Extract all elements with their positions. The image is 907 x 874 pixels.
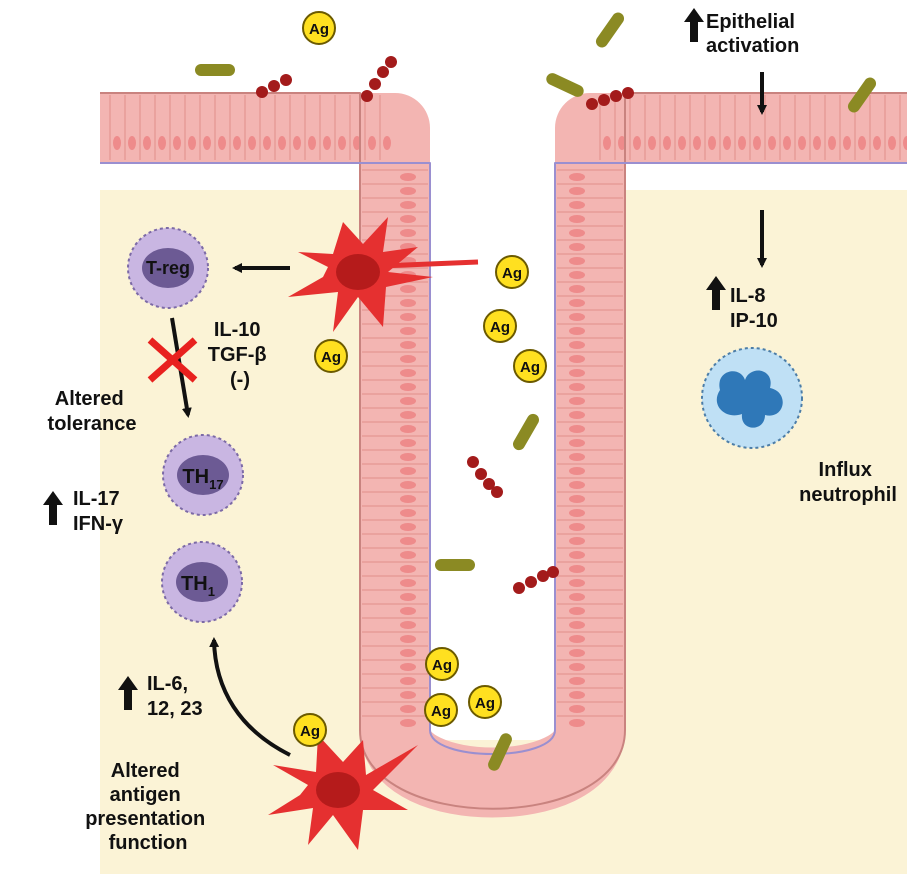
rod-bacterium	[544, 71, 585, 99]
up-arrow-icon	[684, 8, 704, 42]
th17-cell: TH17	[163, 435, 243, 515]
neutrophil-cell	[702, 348, 802, 448]
svg-text:Ag: Ag	[321, 349, 341, 366]
svg-text:Ag: Ag	[309, 21, 329, 38]
up-arrow-icon	[43, 491, 63, 525]
rod-bacterium	[435, 559, 475, 571]
antigen: Ag	[315, 340, 347, 372]
epithelial-activation-label: Epithelial activation	[706, 11, 800, 57]
treg-cell: T-reg	[128, 228, 208, 308]
th1-cell: TH1	[162, 542, 242, 622]
rod-bacterium	[511, 412, 541, 453]
svg-text:Ag: Ag	[475, 695, 495, 712]
rod-bacterium	[195, 64, 235, 76]
treg-label: T-reg	[146, 258, 190, 278]
cocci-chain	[467, 456, 503, 498]
antigen: Ag	[294, 714, 326, 746]
svg-text:Ag: Ag	[490, 319, 510, 336]
svg-text:Ag: Ag	[502, 265, 522, 282]
svg-text:Ag: Ag	[520, 359, 540, 376]
svg-text:Ag: Ag	[300, 723, 320, 740]
antigen: Ag	[426, 648, 458, 680]
antigen: Ag	[484, 310, 516, 342]
antigen: Ag	[514, 350, 546, 382]
rod-bacterium	[594, 10, 627, 50]
cocci-chain	[513, 566, 559, 594]
antigen: Ag	[303, 12, 335, 44]
antigen: Ag	[469, 686, 501, 718]
antigen: Ag	[496, 256, 528, 288]
svg-text:Ag: Ag	[431, 703, 451, 720]
svg-text:Ag: Ag	[432, 657, 452, 674]
antigen: Ag	[425, 694, 457, 726]
